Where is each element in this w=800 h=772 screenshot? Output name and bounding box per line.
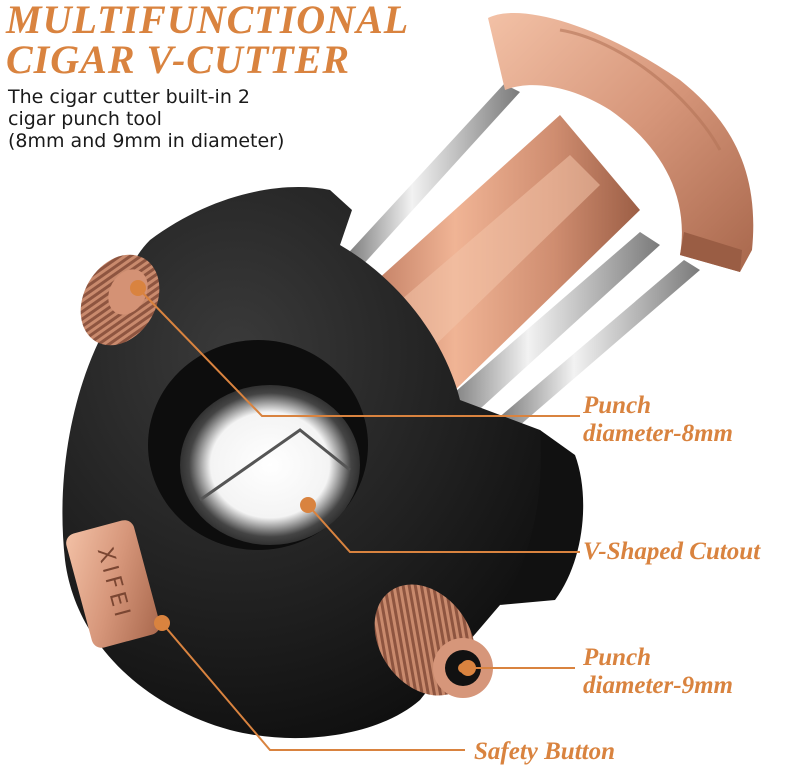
v-shaped-cutout [148, 340, 368, 550]
callout-safety-button: Safety Button [474, 738, 615, 766]
callout-punch-9mm-line-2: diameter-9mm [583, 672, 733, 699]
callout-safety-button-label: Safety Button [474, 738, 615, 765]
callout-markers [130, 280, 476, 676]
description-line-2: cigar punch tool [8, 108, 162, 130]
headline-line-2: CIGAR V-CUTTER [6, 37, 351, 82]
punch-8mm-knob [80, 254, 160, 346]
product-description: The cigar cutter built-in 2 cigar punch … [8, 86, 338, 152]
callout-v-cutout: V-Shaped Cutout [583, 538, 760, 566]
callout-leader-lines [137, 287, 580, 751]
push-cap [488, 13, 754, 273]
callout-punch-9mm: Punch diameter-9mm [583, 644, 733, 700]
callout-v-cutout-label: V-Shaped Cutout [583, 538, 761, 565]
safety-button-plate: XIFEI [66, 520, 160, 648]
headline-line-1: MULTIFUNCTIONAL [6, 0, 410, 42]
callout-punch-8mm-line-1: Punch [583, 392, 652, 419]
description-line-1: The cigar cutter built-in 2 [8, 86, 250, 108]
description-line-3: (8mm and 9mm in diameter) [8, 130, 285, 152]
callout-punch-8mm: Punch diameter-8mm [583, 392, 733, 448]
plunger-body [355, 115, 640, 395]
guide-rods [340, 84, 700, 432]
callout-punch-8mm-line-2: diameter-8mm [583, 420, 733, 447]
callout-punch-9mm-line-1: Punch [583, 644, 652, 671]
